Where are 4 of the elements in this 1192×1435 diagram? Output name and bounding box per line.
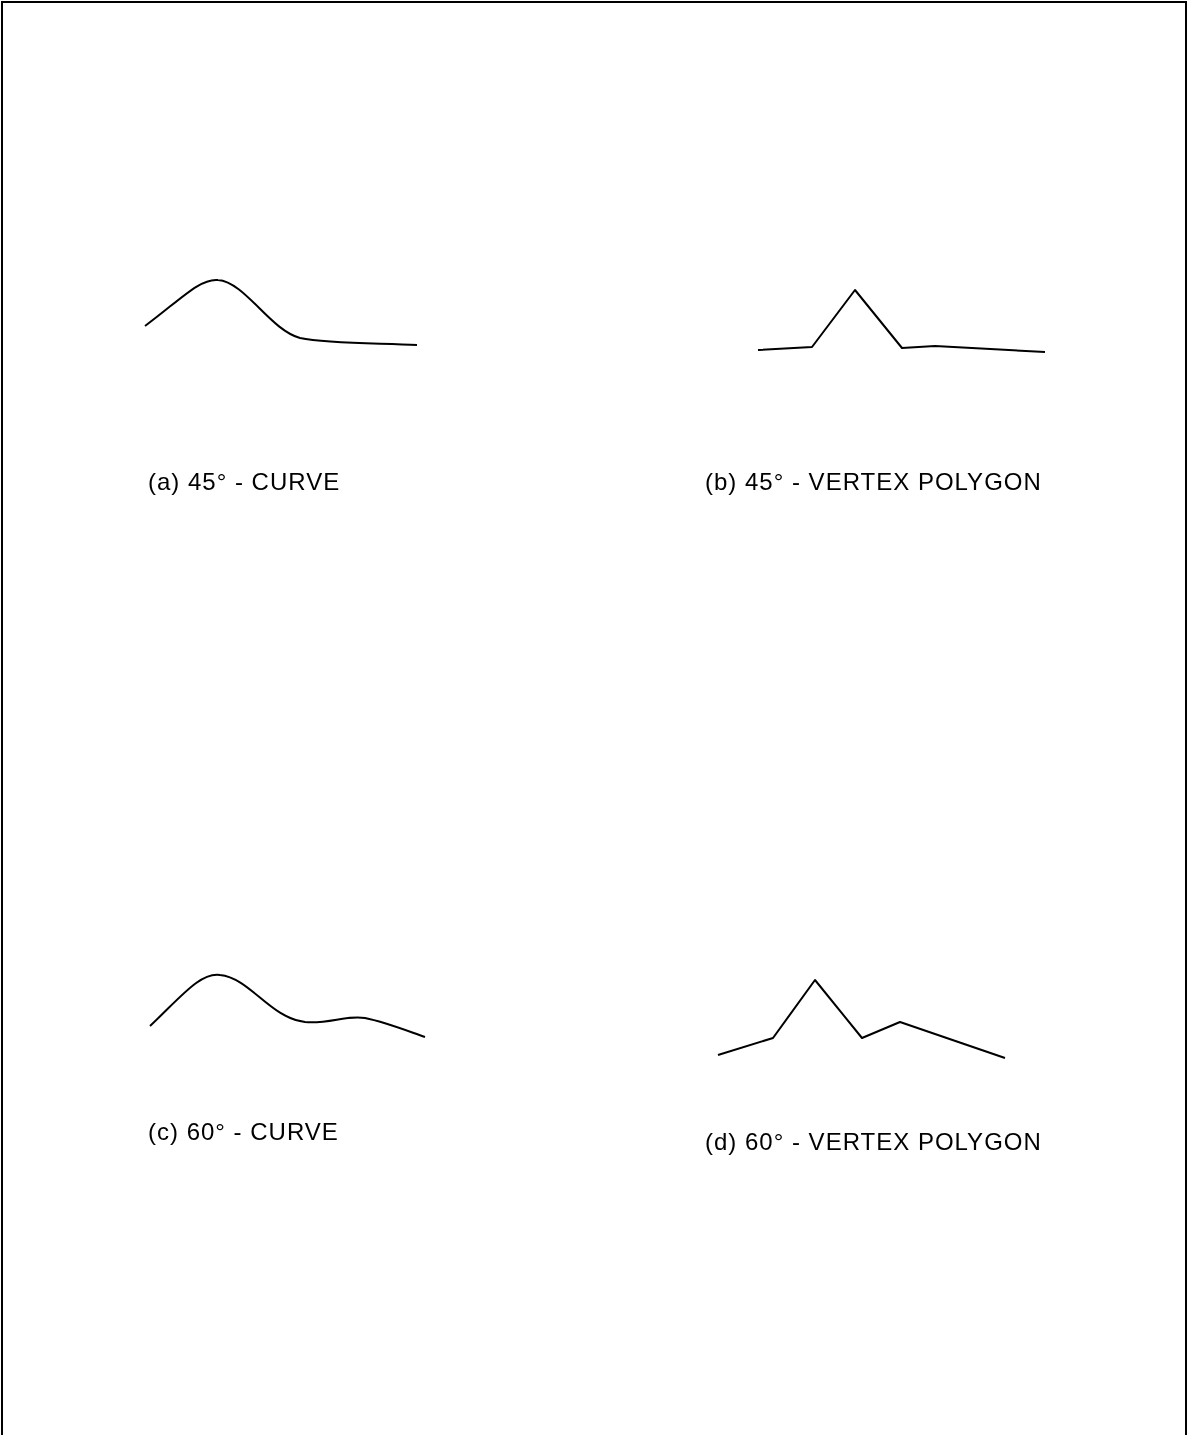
figure-caption: (a) 45° - CURVE (148, 468, 341, 496)
figure-caption: (d) 60° - VERTEX POLYGON (705, 1128, 1042, 1156)
figure-caption: (b) 45° - VERTEX POLYGON (705, 468, 1042, 496)
figure-caption: (c) 60° - CURVE (148, 1118, 339, 1146)
